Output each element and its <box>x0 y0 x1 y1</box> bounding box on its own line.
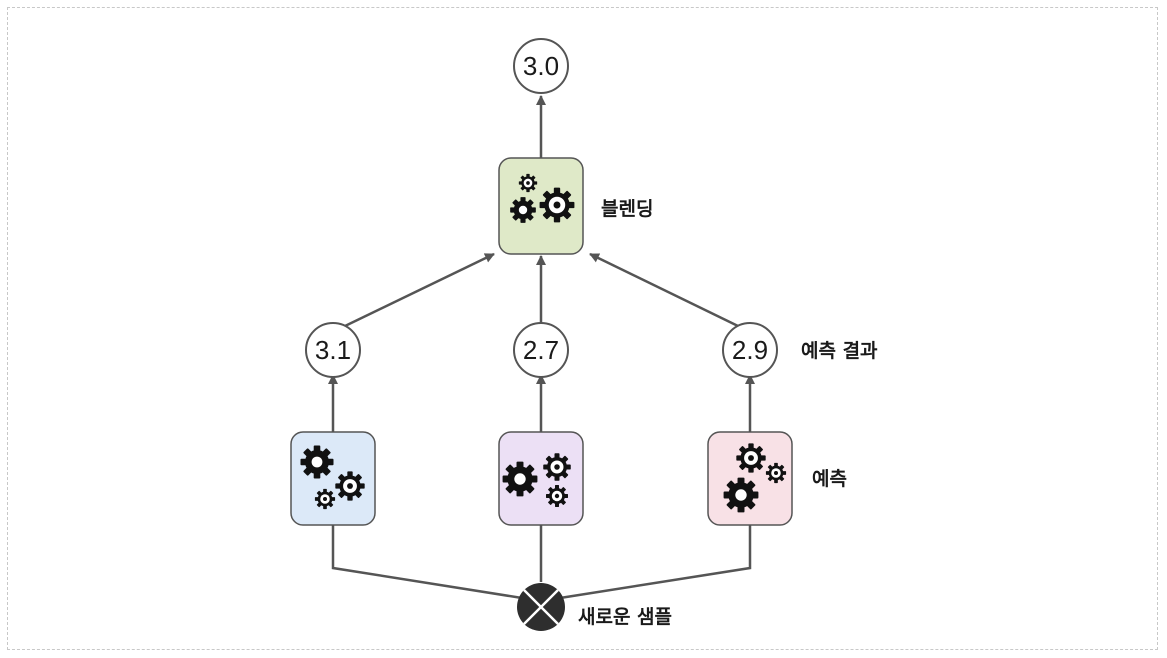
arrow-prediction-3-to-blender <box>589 252 739 328</box>
prediction-node-3: 2.9 <box>722 322 778 378</box>
connector-input-to-predictor-1 <box>331 525 523 600</box>
input-sample-label: 새로운 샘플 <box>578 606 672 628</box>
predictor-node-2 <box>498 431 584 526</box>
final-prediction-node: 3.0 <box>513 38 569 94</box>
connector-input-to-predictor-3 <box>559 525 752 600</box>
prediction-node-1: 3.1 <box>305 322 361 378</box>
blender-label: 블렌딩 <box>601 198 653 220</box>
blender-arrows <box>344 252 739 328</box>
prediction-value-2: 2.7 <box>523 335 559 365</box>
sample-x-icon <box>517 583 565 631</box>
arrow-prediction-1-to-blender <box>344 252 495 328</box>
final-prediction-value: 3.0 <box>523 51 559 81</box>
predictions-label: 예측 결과 <box>801 340 878 362</box>
prediction-value-3: 2.9 <box>732 335 768 365</box>
blender-node <box>498 157 584 255</box>
predictor-node-3 <box>707 431 793 526</box>
input-connectors <box>331 525 752 600</box>
prediction-node-2: 2.7 <box>513 322 569 378</box>
diagram-frame <box>7 7 1158 650</box>
predictor-node-1 <box>290 431 376 526</box>
prediction-arrows <box>328 374 755 432</box>
predictors-label: 예측 <box>812 468 847 490</box>
prediction-value-1: 3.1 <box>315 335 351 365</box>
